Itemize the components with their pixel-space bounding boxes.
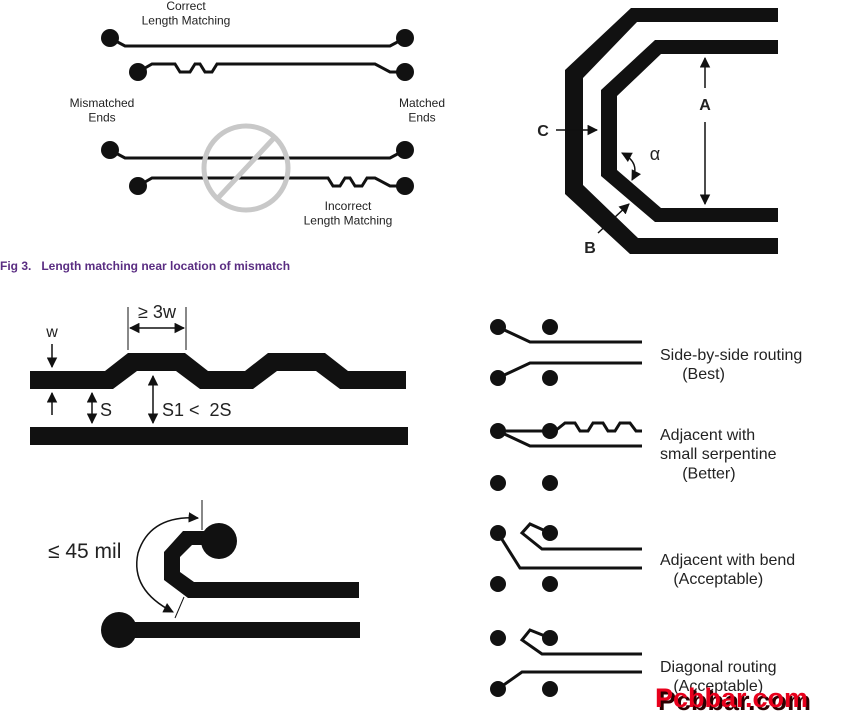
label-45mil: ≤ 45 mil [48, 540, 121, 563]
serpentine-panel: w ≥ 3w S S1 < 2S [30, 302, 408, 445]
figure-caption: Fig 3. Length matching near location of … [0, 259, 290, 273]
dimension-b-arrow [597, 203, 630, 234]
angle-alpha-arrow [621, 152, 642, 181]
label-c: C [537, 123, 549, 140]
inner-trace [601, 40, 778, 222]
label-s: S [100, 400, 112, 420]
serpentine-trace [30, 353, 406, 389]
straight-trace [30, 427, 408, 445]
correct-pair-pads [101, 29, 414, 81]
bottom-trace [120, 622, 360, 638]
label-b: B [584, 240, 596, 257]
routing-options-panel: Side-by-side routing (Best) Adjacent wit… [490, 319, 802, 697]
length-arc-arrow [136, 512, 200, 613]
label-w: w [45, 324, 58, 341]
mitered-bend-panel: ≤ 45 mil [48, 500, 360, 648]
watermark: Pcbbar.com Pcbbar.com [655, 683, 811, 715]
label-alpha: α [650, 144, 660, 164]
side-by-side-example: Side-by-side routing (Best) [490, 319, 802, 386]
diagonal-label: Diagonal routing (Acceptable) [660, 659, 777, 695]
length-ext-bottom [174, 596, 185, 619]
with-bend-label: Adjacent with bend (Acceptable) [660, 552, 795, 588]
diagonal-example: Diagonal routing (Acceptable) [490, 628, 777, 697]
side-by-side-label: Side-by-side routing (Best) [660, 347, 802, 383]
watermark-shadow: Pcbbar.com [658, 686, 811, 715]
bottom-pad [101, 612, 137, 648]
label-s1: S1 < 2S [162, 400, 232, 420]
label-a: A [699, 97, 711, 114]
top-pad [201, 523, 237, 559]
label-3w: ≥ 3w [138, 302, 177, 322]
with-bend-example: Adjacent with bend (Acceptable) [490, 522, 795, 592]
watermark-text: Pcbbar.com [655, 683, 808, 713]
prohibited-icon [201, 123, 291, 213]
mitered-trace [164, 531, 359, 598]
correct-pair [109, 36, 406, 74]
incorrect-pair-pads [101, 141, 414, 195]
bend-panel: A C B α [537, 8, 778, 257]
